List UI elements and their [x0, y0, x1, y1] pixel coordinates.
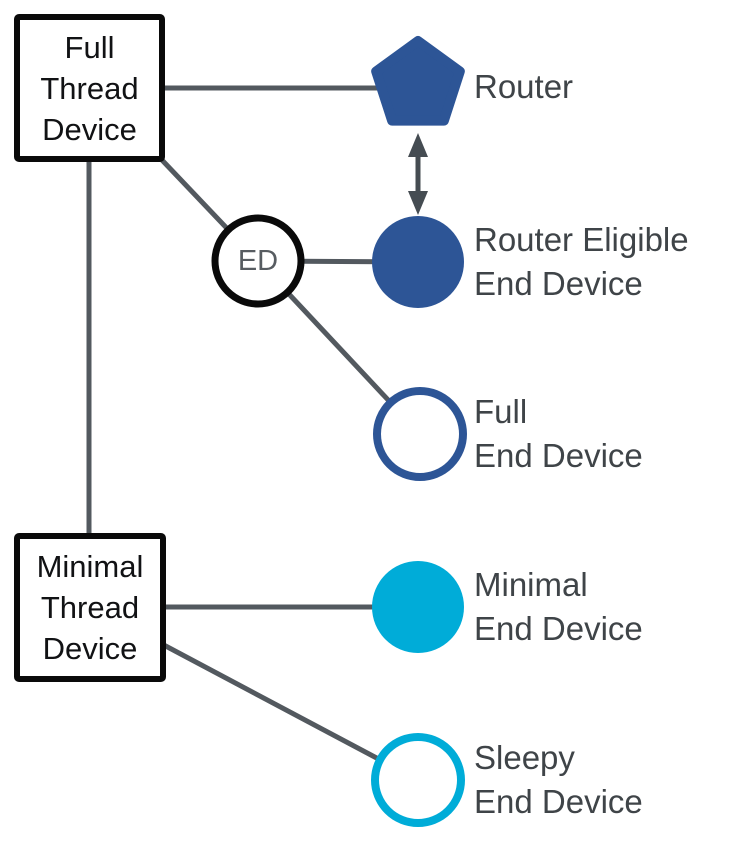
sleepy-end-device-shape [371, 733, 465, 827]
minimal-end-device-label: Minimal End Device [474, 566, 643, 647]
full-thread-device-box-label: Full Thread Device [40, 29, 139, 147]
arrow-head-up-icon [408, 133, 428, 157]
arrow-head-down-icon [408, 191, 428, 215]
minimal-thread-device-box-label: Minimal Thread Device [36, 549, 144, 666]
router-eligible-end-device-label: Router Eligible End Device [474, 221, 689, 302]
full-end-device-label: Full End Device [474, 393, 643, 474]
full-end-device-shape [373, 387, 467, 481]
router-label: Router [474, 68, 574, 105]
minimal-thread-device-box: Minimal Thread Device [14, 533, 166, 682]
ed-junction-label: ED [237, 245, 279, 277]
router-pentagon-shape [371, 36, 465, 126]
full-thread-device-box: Full Thread Device [14, 14, 165, 162]
double-arrow-router-reed [408, 133, 428, 215]
minimal-end-device-shape [372, 561, 464, 653]
ed-junction-shape [211, 214, 305, 308]
edge-mtd-to-sed [158, 640, 420, 783]
sleepy-end-device-label: Sleepy End Device [474, 739, 643, 820]
router-eligible-end-device-shape [372, 216, 464, 308]
